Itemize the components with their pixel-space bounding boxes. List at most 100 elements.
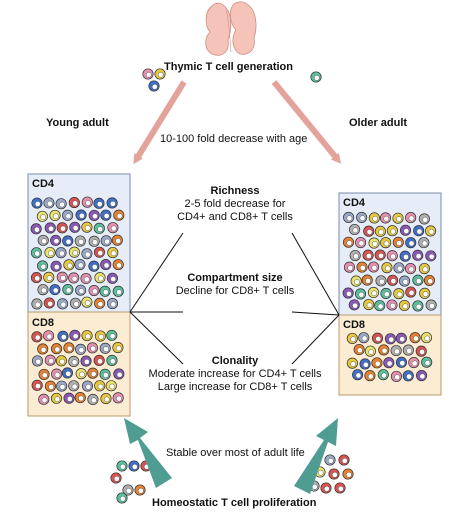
young-cd8-cell (112, 342, 124, 354)
young-cd4-cell (113, 209, 125, 221)
young-cd4-cell (49, 284, 61, 296)
richness-line2: CD4+ and CD8+ T cells (177, 211, 293, 223)
young-cd4-cell (80, 272, 92, 285)
older-adult-label: Older adult (349, 117, 408, 129)
young-cd4-cell (99, 285, 111, 297)
young-cd4-cell (62, 209, 74, 221)
proliferating-cell (320, 482, 332, 494)
young-cd4-cell (62, 284, 74, 296)
young-cd8-cell (68, 355, 80, 368)
young-cd4-cell (111, 234, 123, 246)
young-cd4-cell (68, 246, 80, 258)
older-cd4-cell (380, 287, 392, 299)
older-cd4-cell (374, 249, 386, 261)
thymus-organ (205, 1, 257, 56)
clonality-line1: Moderate increase for CD4+ T cells (148, 368, 322, 380)
older-cd8-cell (416, 370, 428, 382)
older-cd8-cell (395, 332, 407, 344)
older-cd4-cell (342, 287, 354, 299)
older-cd4-cell (423, 274, 435, 286)
older-cd8-cell (371, 357, 383, 369)
thymic-arrow-left (133, 80, 187, 165)
older-cd4-cell (362, 249, 374, 261)
young-cd8-cell (31, 379, 43, 391)
older-cd4-cell (368, 237, 380, 249)
older-cd4-cell (349, 249, 361, 262)
older-cd4-label: CD4 (343, 197, 366, 209)
proliferating-cell (342, 468, 354, 480)
young-cd8-cell (31, 355, 44, 367)
older-cd4-cell (405, 286, 417, 298)
young-cd8-cell (99, 368, 111, 380)
older-cd4-cell (418, 262, 430, 275)
older-cd8-cell (415, 345, 427, 357)
young-cd4-cell (93, 197, 105, 209)
older-cd8-cell (390, 345, 402, 357)
richness-line1: 2-5 fold decrease for (184, 198, 286, 210)
young-cd4-cell (107, 246, 119, 259)
older-cd8-cell (353, 343, 365, 356)
compartment-block: Compartment size Decline for CD8+ T cell… (135, 272, 335, 298)
young-cd4-cell (88, 209, 100, 221)
young-cd8-cell (44, 354, 56, 366)
young-adult-label: Young adult (46, 117, 109, 129)
young-cd4-cell (31, 197, 43, 209)
clonality-title: Clonality (211, 355, 259, 367)
proliferation-arrow-left (124, 418, 172, 488)
older-cd4-cell (374, 225, 386, 237)
young-cd4-cell (100, 209, 112, 221)
older-cd4-cell (393, 288, 405, 300)
young-cd8-cell (37, 343, 49, 355)
older-cd4-cell (425, 299, 437, 311)
proliferating-cell (334, 482, 346, 494)
older-cd8-cell (408, 357, 420, 369)
young-cd4-cell (36, 210, 48, 222)
proliferating-cell (116, 492, 128, 504)
older-cd4-cell (387, 274, 399, 286)
young-cd4-cell (112, 285, 124, 297)
young-cd8-cell (112, 392, 124, 404)
connector-lines (129, 232, 340, 365)
young-cd4-cell (69, 221, 81, 233)
older-cd4-cell (386, 225, 398, 237)
young-cd8-cell (75, 343, 87, 355)
older-cd4-cell (419, 287, 431, 299)
decrease-with-age-label: 10-100 fold decrease with age (160, 133, 308, 145)
older-cd4-cell (367, 286, 380, 299)
young-cd4-cell (56, 222, 68, 234)
young-cd4-cell (93, 246, 105, 258)
young-cd8-cell (74, 392, 86, 404)
young-cd8-cell (63, 392, 75, 404)
older-cd4-cell (375, 275, 387, 287)
older-cd4-cell (386, 299, 398, 311)
older-cd4-cell (412, 249, 424, 261)
stable-label: Stable over most of adult life (166, 447, 305, 459)
older-cd4-cell (379, 212, 392, 224)
young-cd4-cell (50, 234, 62, 246)
older-cd8-cell (352, 369, 364, 381)
older-cd8-cell (378, 344, 390, 356)
young-cd4-cell (30, 223, 42, 235)
young-cd4-cell (37, 234, 49, 246)
young-cd4-cell (81, 248, 93, 260)
older-cd8-cell (390, 370, 402, 382)
young-cd8-cell (51, 368, 63, 380)
young-cd4-cell (100, 259, 112, 271)
young-cd4-cell (88, 235, 100, 247)
older-cd4-cell (412, 300, 424, 312)
older-cd4-cell (356, 211, 368, 223)
young-cd8-cell (80, 355, 92, 367)
young-cd4-cell (88, 285, 100, 297)
young-cd8-cell (55, 355, 67, 367)
older-cd4-cell (374, 300, 386, 312)
young-cd8-cell (57, 330, 69, 342)
older-cd8-label: CD8 (343, 319, 366, 331)
older-cd4-cell (413, 225, 425, 237)
older-cd4-cell (404, 263, 417, 275)
proliferating-cell (134, 484, 146, 496)
young-cd8-cell (100, 393, 112, 405)
young-cd4-cell (94, 272, 106, 284)
young-cd4-cell (100, 235, 112, 247)
young-cd4-cell (44, 246, 56, 259)
